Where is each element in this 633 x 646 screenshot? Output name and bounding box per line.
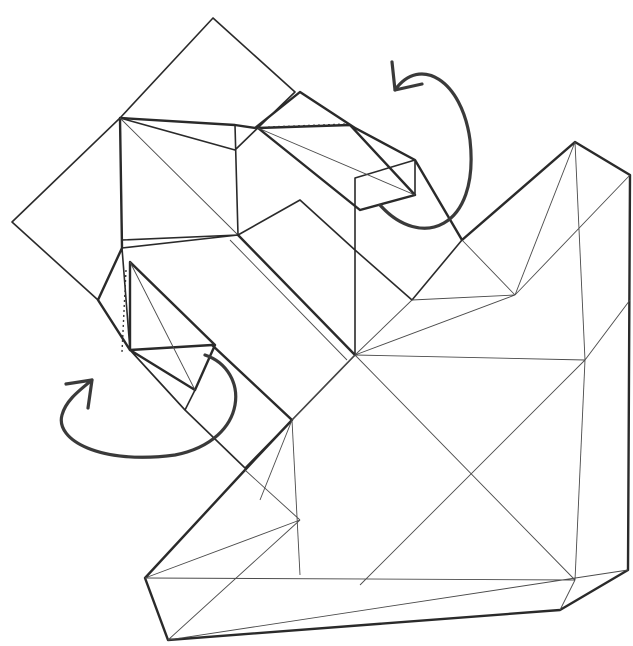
white-body-outline (98, 92, 630, 640)
right-arm-crease-8 (585, 300, 630, 360)
lower-pocket-grey-edge (130, 350, 195, 410)
left-grey-flap (12, 118, 122, 300)
lower-pocket-flap (122, 262, 215, 410)
upper-pocket-grey-edge (350, 125, 415, 195)
lower-square-creases (145, 355, 628, 640)
left-arm-crease-2 (168, 520, 300, 640)
right-arm-crease-2 (515, 142, 575, 295)
main-white-body (98, 92, 630, 640)
fold-behind-arrow-upper (380, 62, 471, 228)
big-square-edge-left (292, 420, 300, 575)
big-square-diagonal-1 (355, 355, 575, 580)
right-arm-crease-4 (515, 175, 630, 295)
right-arm-crease-7 (355, 295, 515, 355)
left-arm-crease-1 (245, 470, 300, 520)
big-square-edge-top (355, 355, 585, 360)
left-arm-crease-4 (292, 355, 355, 420)
upper-left-square (120, 118, 238, 240)
upper-pocket-crease (258, 128, 415, 195)
upper-right-grey-strip (355, 160, 462, 300)
top-grey-flap (120, 18, 295, 150)
right-arm-crease-5 (412, 295, 515, 300)
right-arm-crease-6 (355, 300, 412, 355)
left-arm-crease-5 (260, 420, 292, 500)
central-fold-line (238, 235, 355, 355)
bottom-edge-crease (168, 570, 628, 640)
big-square-diagonal-2 (360, 360, 585, 585)
fold-arrow-upper-curve (380, 74, 471, 228)
lower-pocket-triangle (130, 262, 215, 390)
right-arm-crease-1 (462, 240, 515, 295)
right-arm-crease-3 (575, 142, 585, 360)
big-square-edge-bottom (145, 578, 575, 580)
left-arm-crease-3 (145, 520, 300, 578)
upper-left-square-diagonal (120, 118, 238, 235)
big-square-edge-right (575, 360, 585, 580)
lower-grey-strip (130, 345, 292, 468)
central-fold-line-b (230, 240, 347, 360)
